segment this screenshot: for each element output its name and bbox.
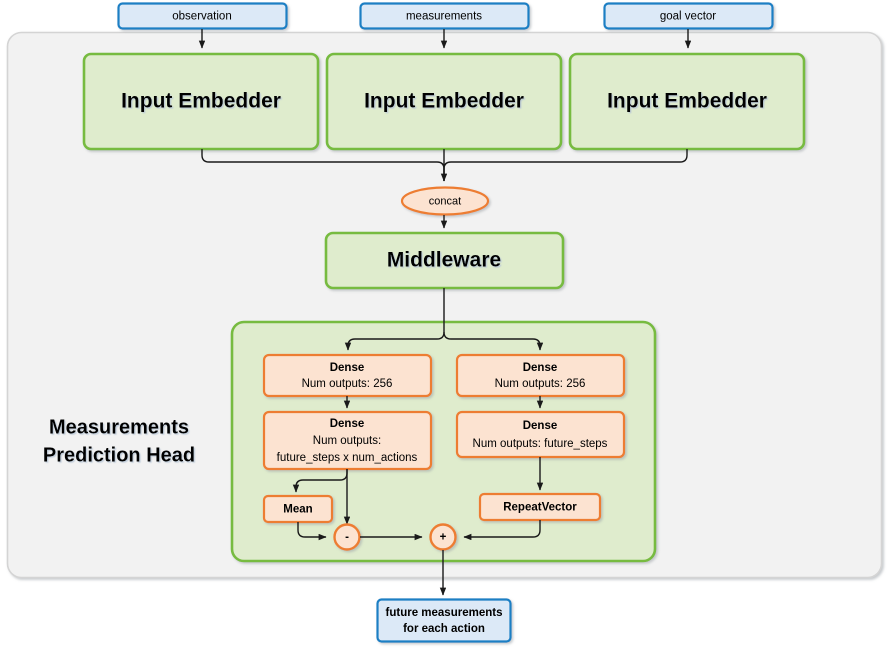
- concat-ellipse[interactable]: [400, 186, 490, 216]
- right-dense-256-title: Dense: [523, 362, 558, 374]
- left-dense-256-title: Dense: [330, 362, 365, 374]
- right-dense-256-node[interactable]: Dense Num outputs: 256: [455, 353, 626, 398]
- edge-mean-to-minus: [297, 522, 327, 541]
- output-label-line1: future measurements: [386, 607, 503, 619]
- right-dense-256-subtitle: Num outputs: 256: [495, 378, 586, 390]
- concat-node[interactable]: concat: [400, 186, 490, 216]
- embedder-label-1: Input Embedder: [121, 90, 281, 113]
- left-dense-out-line2: future_steps x num_actions: [277, 452, 418, 464]
- embedder-label-2: Input Embedder: [364, 90, 524, 113]
- plus-operator-circle[interactable]: [429, 523, 457, 551]
- input-node-measurements[interactable]: measurements: [359, 2, 530, 30]
- edge-middleware-to-left-dense: [344, 288, 445, 351]
- embedder-box-1[interactable]: [82, 52, 320, 151]
- input-box-measurements[interactable]: [359, 2, 530, 30]
- input-node-observation[interactable]: observation: [117, 2, 288, 30]
- embedder-node-2[interactable]: Input Embedder: [325, 52, 563, 151]
- embedder-node-3[interactable]: Input Embedder: [568, 52, 806, 151]
- prediction-head-title-line1: Measurements: [49, 416, 189, 438]
- right-dense-out-line1: Num outputs: future_steps: [473, 438, 608, 450]
- edge-middleware-to-right-dense: [443, 331, 544, 351]
- input-node-goal-vector[interactable]: goal vector: [603, 2, 774, 30]
- input-label-measurements: measurements: [406, 11, 482, 23]
- right-dense-out-node[interactable]: Dense Num outputs: future_steps: [455, 410, 626, 459]
- concat-label: concat: [429, 195, 461, 207]
- left-dense-out-title: Dense: [330, 418, 365, 430]
- left-dense-out-line1: Num outputs:: [313, 435, 381, 447]
- input-label-goal-vector: goal vector: [660, 11, 716, 23]
- minus-operator-label: -: [345, 532, 349, 544]
- embedder-label-3: Input Embedder: [607, 90, 767, 113]
- left-dense-256-subtitle: Num outputs: 256: [302, 378, 393, 390]
- edge-repeatvector-to-plus: [463, 520, 541, 541]
- output-box[interactable]: [376, 598, 512, 643]
- right-dense-out-box[interactable]: [455, 410, 626, 459]
- prediction-head-title-line2: Prediction Head: [43, 444, 195, 466]
- mean-node[interactable]: Mean: [262, 494, 334, 524]
- output-label-line2: for each action: [403, 623, 485, 635]
- repeat-vector-label: RepeatVector: [503, 502, 577, 514]
- input-label-observation: observation: [172, 11, 231, 23]
- output-node[interactable]: future measurements for each action: [376, 598, 512, 643]
- plus-operator-label: +: [440, 532, 447, 544]
- minus-operator-node[interactable]: -: [333, 523, 361, 551]
- right-dense-out-title: Dense: [523, 420, 558, 432]
- mean-label: Mean: [283, 504, 312, 516]
- minus-operator-circle[interactable]: [333, 523, 361, 551]
- plus-operator-node[interactable]: +: [429, 523, 457, 551]
- middleware-node[interactable]: Middleware: [324, 231, 565, 290]
- left-dense-256-node[interactable]: Dense Num outputs: 256: [262, 353, 433, 398]
- embedder-node-1[interactable]: Input Embedder: [82, 52, 320, 151]
- edge-embedder-3-to-concat: [443, 149, 688, 181]
- input-box-goal-vector[interactable]: [603, 2, 774, 30]
- middleware-label: Middleware: [387, 249, 501, 272]
- left-dense-out-node[interactable]: Dense Num outputs: future_steps x num_ac…: [262, 410, 433, 471]
- input-box-observation[interactable]: [117, 2, 288, 30]
- repeat-vector-node[interactable]: RepeatVector: [478, 492, 602, 522]
